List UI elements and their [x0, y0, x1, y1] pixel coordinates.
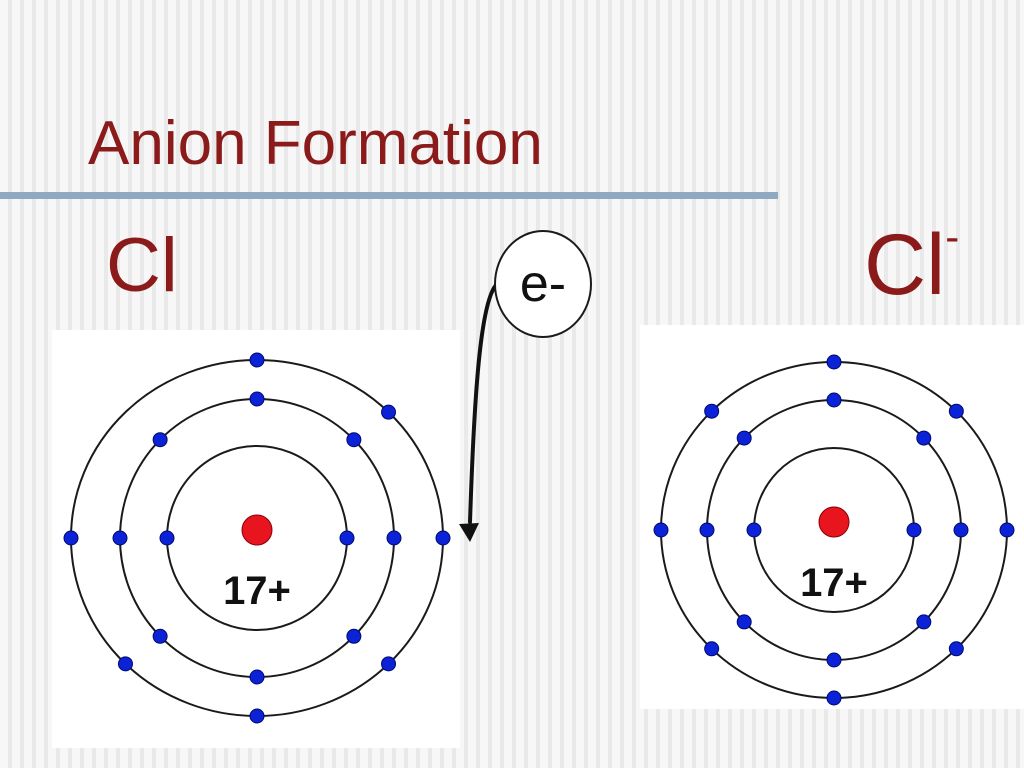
electron-dot — [948, 403, 964, 419]
electron-dot — [249, 708, 265, 724]
electron-dot — [999, 522, 1015, 538]
nucleus-charge-label: 17+ — [800, 561, 868, 605]
electron-dot — [249, 669, 265, 685]
electron-dot — [826, 354, 842, 370]
nucleus — [818, 506, 850, 538]
electron-dot — [249, 352, 265, 368]
chlorine-atom-diagram: 17+ — [63, 352, 451, 724]
chloride-ion-symbol: Cl — [864, 217, 946, 313]
electron-dot — [653, 522, 669, 538]
electron-dot — [906, 522, 922, 538]
electron-dot — [152, 628, 168, 644]
electron-transfer-arrow — [468, 282, 499, 524]
electron-dot — [916, 614, 932, 630]
electron-dot — [112, 530, 128, 546]
electron-dot — [435, 530, 451, 546]
nucleus — [241, 514, 273, 546]
electron-dot — [948, 641, 964, 657]
electron-dot — [826, 392, 842, 408]
electron-dot — [346, 628, 362, 644]
electron-dot — [736, 430, 752, 446]
chlorine-atom-symbol: Cl — [106, 223, 178, 308]
electron-bubble: e- — [494, 230, 592, 338]
electron-dot — [339, 530, 355, 546]
chloride-ion-diagram: 17+ — [653, 354, 1015, 706]
electron-dot — [953, 522, 969, 538]
electron-dot — [826, 652, 842, 668]
electron-dot — [346, 432, 362, 448]
electron-dot — [746, 522, 762, 538]
electron-dot — [63, 530, 79, 546]
electron-dot — [704, 641, 720, 657]
electron-dot — [159, 530, 175, 546]
arrow-head — [459, 523, 479, 542]
slide-title: Anion Formation — [88, 109, 543, 178]
electron-dot — [249, 391, 265, 407]
electron-label: e- — [519, 255, 567, 313]
chlorine-atom-label: Cl — [106, 228, 178, 304]
electron-dot — [386, 530, 402, 546]
electron-dot — [699, 522, 715, 538]
electron-dot — [704, 403, 720, 419]
electron-dot — [381, 656, 397, 672]
chloride-charge: - — [945, 213, 960, 260]
electron-dot — [381, 404, 397, 420]
electron-dot — [916, 430, 932, 446]
electron-dot — [117, 656, 133, 672]
electron-dot — [736, 614, 752, 630]
title-rule — [0, 192, 778, 199]
electron-dot — [152, 432, 168, 448]
electron-dot — [826, 690, 842, 706]
nucleus-charge-label: 17+ — [223, 569, 291, 613]
chloride-ion-label: Cl- — [864, 216, 959, 309]
